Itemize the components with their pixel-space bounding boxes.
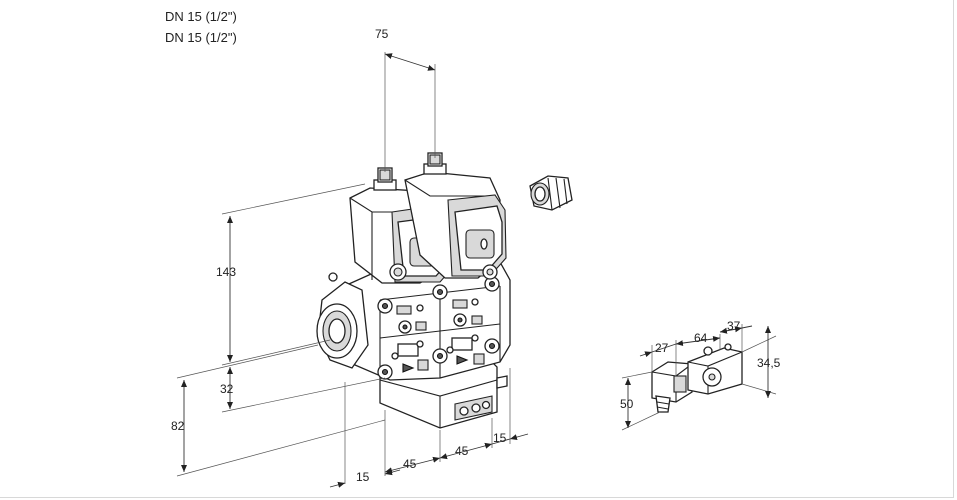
dim-label-bottom-45-right: 45: [455, 444, 469, 458]
dim-label-base-height: 82: [171, 419, 185, 433]
title-line-2: DN 15 (1/2"): [165, 30, 237, 45]
dim-label-top-spacing: 75: [375, 27, 389, 41]
dim-label-64: 64: [694, 331, 708, 345]
dim-label-bottom-15-left: 15: [356, 470, 370, 484]
dim-label-34-5: 34,5: [757, 356, 781, 370]
connector-detail-dimensions: [621, 324, 777, 431]
dim-label-37: 37: [727, 319, 741, 333]
dim-label-27: 27: [655, 341, 669, 355]
title-block: DN 15 (1/2") DN 15 (1/2"): [165, 6, 237, 48]
dim-label-bottom-45-left: 45: [403, 457, 417, 471]
cable-gland: [529, 175, 573, 211]
solenoid-right: [404, 152, 507, 280]
valve-assembly: [316, 152, 573, 429]
valve-body: [339, 261, 511, 381]
main-dimensions: [176, 52, 529, 488]
dim-label-flange-height: 32: [220, 382, 234, 396]
inlet-flange: [316, 272, 369, 369]
connector-detail: [651, 343, 743, 413]
main-dimension-labels: 75 143 32 82 15 45 45 15: [171, 27, 507, 484]
dim-label-50: 50: [620, 397, 634, 411]
dim-label-height-total: 143: [216, 265, 236, 279]
dim-label-bottom-15-right: 15: [493, 431, 507, 445]
title-line-1: DN 15 (1/2"): [165, 9, 237, 24]
connector-detail-labels: 27 64 37 34,5 50: [620, 319, 781, 411]
